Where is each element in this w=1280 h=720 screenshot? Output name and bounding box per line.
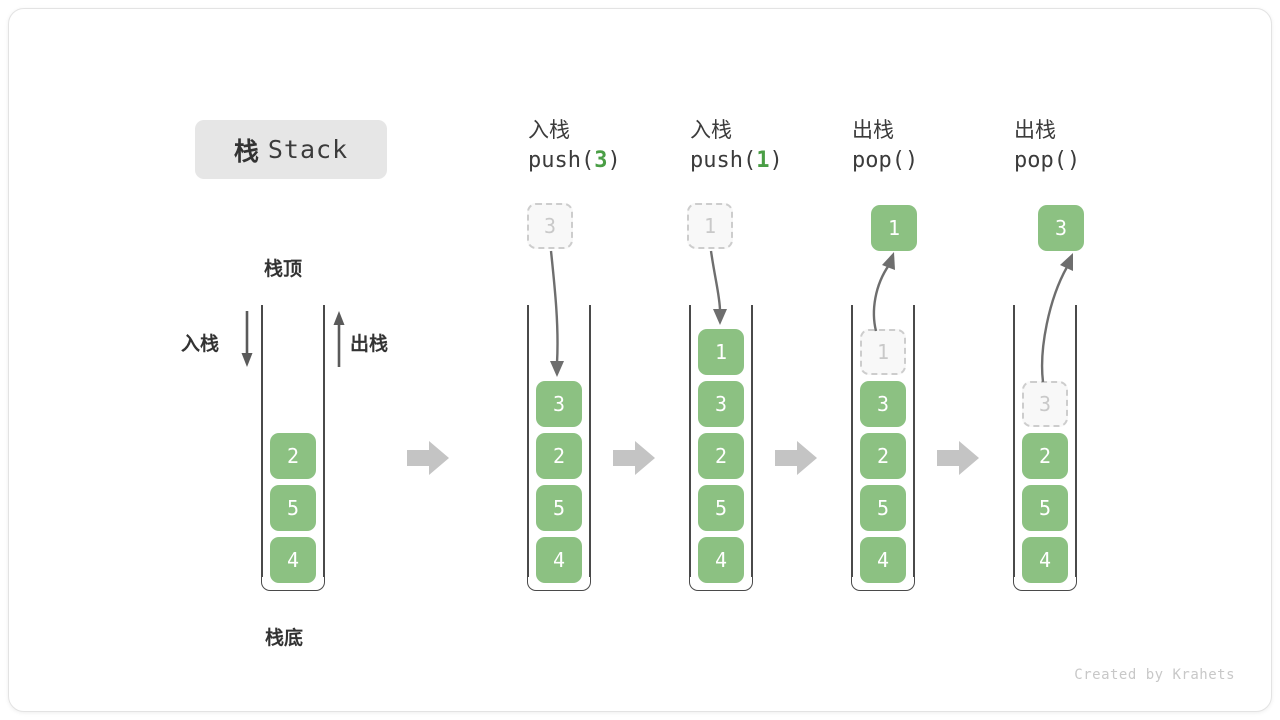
code-prefix: push(: [690, 148, 757, 173]
push-motion-arrow-icon: [709, 250, 727, 325]
code-prefix: pop(: [1014, 148, 1067, 173]
floating-ghost-cell-push-3: 3: [527, 203, 573, 249]
stack-wall-right: [913, 305, 915, 577]
stack-wall-left: [527, 305, 529, 577]
stack-cell: 4: [1022, 537, 1068, 583]
flow-arrow-icon: [613, 441, 655, 475]
stack-initial: 2 5 4: [261, 305, 325, 591]
code-suffix: ): [769, 148, 783, 173]
title-label-cn: 栈: [233, 136, 259, 166]
stack-cell: 4: [698, 537, 744, 583]
stack-cell: 5: [698, 485, 744, 531]
stack-wall-right: [1075, 305, 1077, 577]
title-label-en: Stack: [267, 135, 349, 164]
pop-motion-arrow-icon: [1040, 253, 1073, 383]
stack-wall-left: [1013, 305, 1015, 577]
stack-cell: 5: [860, 485, 906, 531]
push-direction-label: 入栈: [181, 333, 220, 355]
stack-bottom-label: 栈底: [265, 627, 304, 649]
push-motion-arrow-icon: [549, 250, 564, 377]
stack-cell: 2: [860, 433, 906, 479]
code-prefix: pop(: [852, 148, 905, 173]
flow-arrow-icon: [937, 441, 979, 475]
column-header-code: pop(): [852, 145, 1022, 177]
code-suffix: ): [1066, 148, 1081, 173]
stack-wall-right: [589, 305, 591, 577]
column-header-cn: 出栈: [852, 118, 894, 142]
column-header-push-1: 入栈 push(1): [690, 115, 860, 177]
stack-wall-left: [851, 305, 853, 577]
popped-cell-3: 3: [1038, 205, 1084, 251]
column-header-pop-3: 出栈 pop(): [1014, 115, 1184, 177]
stack-floor: [851, 577, 915, 591]
stack-push-3: 3 2 5 4: [527, 305, 591, 591]
stack-wall-left: [261, 305, 263, 577]
popped-cell-1: 1: [871, 205, 917, 251]
column-header-code: push(3): [528, 145, 698, 177]
diagram-card: 栈 Stack 栈顶 栈底 入栈 出栈 入栈 push(3) 入栈 push(1…: [8, 8, 1272, 712]
column-header-cn: 入栈: [528, 118, 570, 142]
credit-label: Created by Krahets: [1074, 667, 1235, 683]
flow-arrow-icon: [407, 441, 449, 475]
stack-wall-left: [689, 305, 691, 577]
flow-arrow-icon: [775, 441, 817, 475]
pop-motion-arrow-icon: [872, 252, 895, 332]
code-prefix: push(: [528, 148, 595, 173]
stack-wall-right: [751, 305, 753, 577]
stack-pop-1: 1 3 2 5 4: [851, 305, 915, 591]
column-header-cn: 出栈: [1014, 118, 1056, 142]
stack-cell: 5: [536, 485, 582, 531]
pop-direction-arrow-icon: [333, 311, 345, 367]
stack-cell: 2: [536, 433, 582, 479]
stack-floor: [261, 577, 325, 591]
code-arg: 1: [756, 148, 770, 173]
stack-wall-right: [323, 305, 325, 577]
stack-floor: [1013, 577, 1077, 591]
stack-cell: 3: [536, 381, 582, 427]
title-badge: 栈 Stack: [195, 120, 387, 179]
pop-direction-label: 出栈: [350, 333, 389, 355]
push-direction-arrow-icon: [241, 311, 253, 367]
stack-cell: 4: [860, 537, 906, 583]
stack-cell-ghost: 1: [860, 329, 906, 375]
stack-cell: 2: [698, 433, 744, 479]
stack-top-label: 栈顶: [264, 258, 303, 280]
stack-cell: 3: [698, 381, 744, 427]
stack-cell: 5: [270, 485, 316, 531]
column-header-cn: 入栈: [690, 118, 732, 142]
floating-ghost-cell-push-1: 1: [687, 203, 733, 249]
stack-pop-3: 3 2 5 4: [1013, 305, 1077, 591]
stack-cell: 2: [1022, 433, 1068, 479]
stack-cell: 3: [860, 381, 906, 427]
code-arg: 3: [594, 148, 608, 173]
stack-cell: 4: [270, 537, 316, 583]
column-header-code: push(1): [690, 145, 860, 177]
stack-cell: 4: [536, 537, 582, 583]
code-suffix: ): [607, 148, 621, 173]
stack-floor: [527, 577, 591, 591]
column-header-push-3: 入栈 push(3): [528, 115, 698, 177]
column-header-code: pop(): [1014, 145, 1184, 177]
stack-cell-ghost: 3: [1022, 381, 1068, 427]
stack-push-1: 1 3 2 5 4: [689, 305, 753, 591]
code-suffix: ): [904, 148, 919, 173]
stack-cell: 1: [698, 329, 744, 375]
stack-cell: 5: [1022, 485, 1068, 531]
stack-cell: 2: [270, 433, 316, 479]
column-header-pop-1: 出栈 pop(): [852, 115, 1022, 177]
stack-floor: [689, 577, 753, 591]
